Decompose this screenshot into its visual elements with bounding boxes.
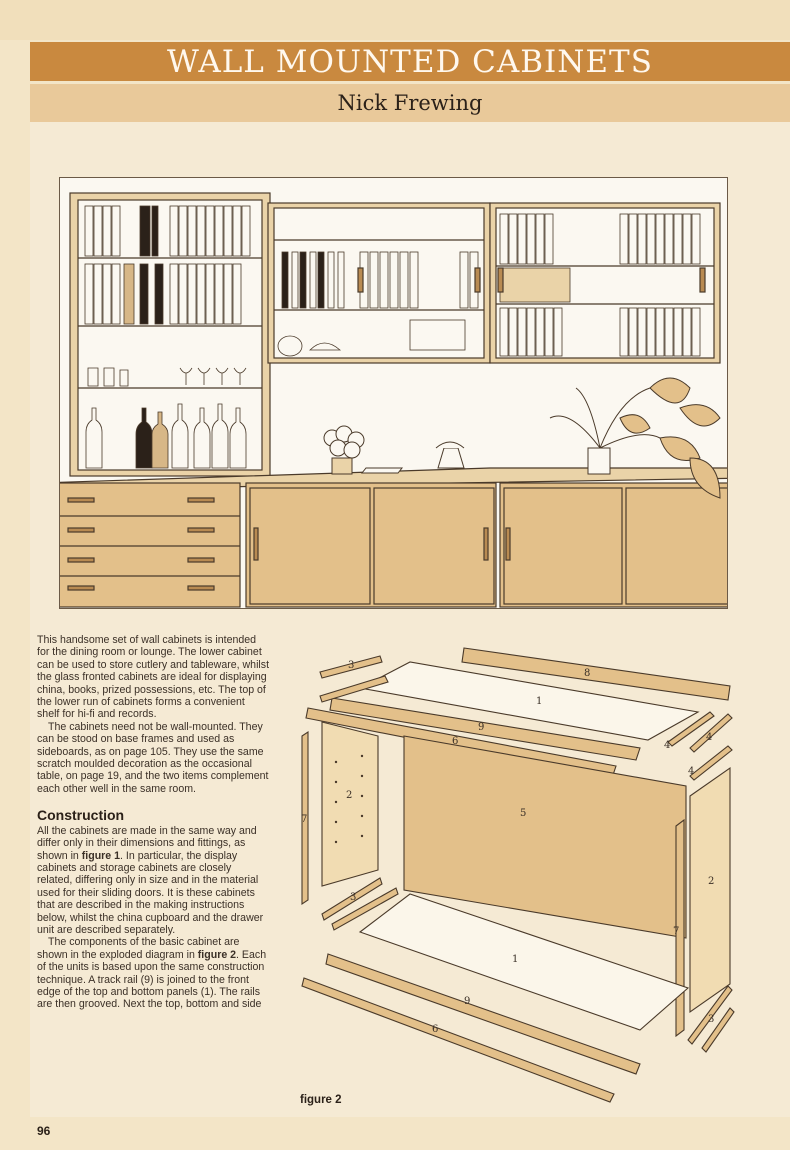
- sideboard-paragraph: The cabinets need not be wall-mounted. T…: [37, 720, 269, 795]
- page-number: 96: [37, 1124, 51, 1138]
- figure-1-reference: figure 1: [81, 849, 121, 862]
- potted-plant: [549, 377, 721, 499]
- display-cabinet-right: [489, 202, 721, 364]
- byline-banner: Nick Frewing: [30, 84, 790, 122]
- construction-paragraph: All the cabinets are made in the same wa…: [37, 825, 269, 937]
- construction-text-a: All the cabinets are made in the same wa…: [37, 824, 257, 862]
- intro-paragraph: This handsome set of wall cabinets is in…: [37, 634, 270, 721]
- cabinets-illustration: [59, 177, 728, 609]
- components-paragraph: The components of the basic cabinet are …: [37, 936, 269, 1010]
- article-text: This handsome set of wall cabinets is in…: [37, 634, 269, 1011]
- base-cabinets: [60, 467, 727, 608]
- title-banner: WALL MOUNTED CABINETS: [30, 42, 790, 81]
- vase-with-flowers: [323, 425, 365, 475]
- telephone: [360, 441, 465, 474]
- page-top-margin: [0, 0, 790, 40]
- article-title: WALL MOUNTED CABINETS: [167, 43, 653, 80]
- author-name: Nick Frewing: [337, 91, 483, 115]
- construction-text-b: . In particular, the display cabinets an…: [37, 849, 264, 936]
- display-cabinet-left: [69, 192, 271, 477]
- figure-2-reference: figure 2: [197, 948, 237, 961]
- components-text-b: . Each of the units is based upon the sa…: [37, 948, 267, 1011]
- cabinets-drawing: [60, 192, 727, 608]
- figure-caption: figure 2: [300, 1094, 342, 1106]
- display-cabinet-middle: [267, 202, 491, 364]
- section-heading: Construction: [37, 807, 125, 824]
- components-text-a: The components of the basic cabinet are …: [37, 936, 240, 961]
